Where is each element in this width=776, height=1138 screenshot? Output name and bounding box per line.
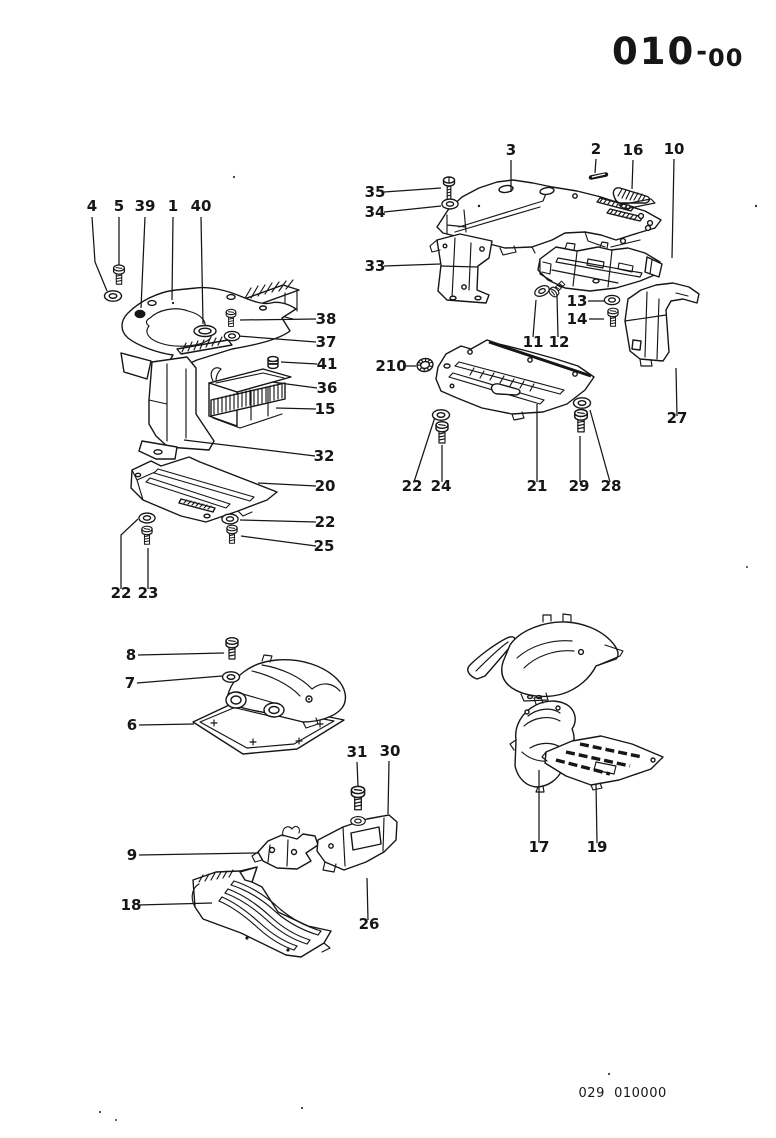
washer-icon xyxy=(221,671,241,683)
callout-label-33: 33 xyxy=(365,257,386,275)
callout-label-19: 19 xyxy=(587,838,608,856)
assembly-engine-mount-shield-group xyxy=(191,654,398,958)
callout-label-24: 24 xyxy=(431,477,452,495)
part-insert-tray-36-15 xyxy=(208,367,292,429)
callout-label-36: 36 xyxy=(317,379,338,397)
part-strip-16 xyxy=(612,187,656,210)
callout-label-34: 34 xyxy=(365,203,386,221)
callout-label-15: 15 xyxy=(315,400,336,418)
callout-label-6: 6 xyxy=(127,716,137,734)
callout-label-9: 9 xyxy=(127,846,137,864)
pin-icon xyxy=(588,172,609,180)
callout-label-21: 21 xyxy=(527,477,548,495)
washer-icon xyxy=(532,282,552,300)
bolt-icon xyxy=(350,785,366,811)
screw-icon xyxy=(442,176,456,201)
callout-label-39: 39 xyxy=(135,197,156,215)
grommet-icon xyxy=(415,356,435,374)
part-bracket-33 xyxy=(429,233,493,304)
callout-label-7: 7 xyxy=(125,674,135,692)
fiche-code: 029 010000 xyxy=(578,1086,667,1101)
callout-label-30: 30 xyxy=(380,742,401,760)
bolt-icon xyxy=(225,637,239,660)
part-guard-plate-20 xyxy=(130,456,278,523)
callout-label-28: 28 xyxy=(601,477,622,495)
cap-nut-icon xyxy=(267,355,279,370)
part-carrier-10 xyxy=(537,241,663,292)
bolt-icon xyxy=(435,421,449,444)
page-footer: 029 010000 xyxy=(560,1071,667,1116)
bolt-icon xyxy=(607,307,619,327)
part-cover-panel-1 xyxy=(121,286,297,373)
washer-icon xyxy=(603,294,621,306)
callout-label-3: 3 xyxy=(506,141,516,159)
part-long-shield-18 xyxy=(191,866,332,958)
part-plate-19 xyxy=(541,735,664,791)
callout-label-2: 2 xyxy=(591,140,601,158)
dark-grommet-icon xyxy=(134,309,146,319)
paper-speckles xyxy=(98,175,758,1121)
part-air-duct-32 xyxy=(120,352,215,460)
callout-label-32: 32 xyxy=(314,447,335,465)
part-mount-shield-6 xyxy=(192,654,347,755)
callout-label-25: 25 xyxy=(314,537,335,555)
callout-label-27: 27 xyxy=(667,409,688,427)
callout-label-14: 14 xyxy=(567,310,588,328)
callout-label-5: 5 xyxy=(114,197,124,215)
part-bracket-9 xyxy=(251,825,319,870)
section-code-separator: - xyxy=(696,37,708,67)
assembly-front-heat-shield-group xyxy=(120,279,300,523)
callout-label-23: 23 xyxy=(138,584,159,602)
callout-label-10: 10 xyxy=(664,140,685,158)
callout-labels: 4 5 39 1 40 38 37 41 36 15 32 20 22 25 2… xyxy=(87,140,688,933)
part-upper-shield xyxy=(467,613,624,702)
callout-label-4: 4 xyxy=(87,197,97,215)
callout-label-16: 16 xyxy=(623,141,644,159)
callout-label-20: 20 xyxy=(315,477,336,495)
washer-icon xyxy=(223,330,241,342)
bolt-icon xyxy=(112,264,126,285)
washer-icon xyxy=(350,815,366,827)
part-side-panel-27 xyxy=(624,282,700,367)
callout-label-210: 210 xyxy=(375,357,406,375)
part-bracket-26-30 xyxy=(316,814,398,873)
callout-label-31: 31 xyxy=(347,743,368,761)
washer-icon xyxy=(103,290,123,302)
callout-label-37: 37 xyxy=(316,333,337,351)
washer-icon xyxy=(138,512,156,524)
callout-label-18: 18 xyxy=(121,896,142,914)
callout-label-13: 13 xyxy=(567,292,588,310)
page-header: 010 - 00 xyxy=(612,33,743,70)
callout-label-38: 38 xyxy=(316,310,337,328)
bolt-icon xyxy=(573,408,589,433)
callout-label-8: 8 xyxy=(126,646,136,664)
part-guard-plate-21 xyxy=(435,339,595,421)
callout-label-41: 41 xyxy=(317,355,338,373)
washer-icon xyxy=(441,198,459,210)
callout-label-22c: 22 xyxy=(402,477,423,495)
bolt-icon xyxy=(141,525,153,545)
callout-label-1: 1 xyxy=(168,197,178,215)
washer-icon xyxy=(221,513,239,525)
callout-label-11: 11 xyxy=(523,333,544,351)
section-code-suffix: 00 xyxy=(708,44,744,72)
callout-label-26: 26 xyxy=(359,915,380,933)
assembly-rear-heat-shield-group xyxy=(467,613,664,793)
washer-icon xyxy=(431,409,451,421)
washer-icon xyxy=(572,397,592,409)
section-code: 010 xyxy=(612,30,696,73)
callout-label-17: 17 xyxy=(529,838,550,856)
callout-label-22a: 22 xyxy=(315,513,336,531)
part-cover-3 xyxy=(436,179,662,256)
callout-label-12: 12 xyxy=(549,333,570,351)
leader-lines xyxy=(91,158,678,921)
assembly-engine-compartment-cover-group xyxy=(429,172,700,421)
callout-label-22b: 22 xyxy=(111,584,132,602)
bolt-icon xyxy=(226,524,238,544)
callout-label-40: 40 xyxy=(191,197,212,215)
callout-label-35: 35 xyxy=(365,183,386,201)
callout-label-29: 29 xyxy=(569,477,590,495)
